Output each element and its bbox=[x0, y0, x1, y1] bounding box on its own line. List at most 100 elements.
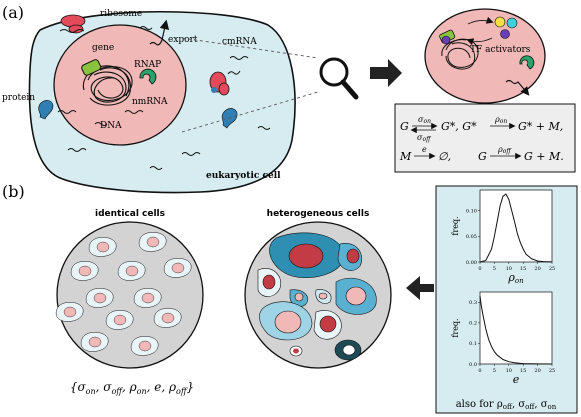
cell-nucleus bbox=[88, 336, 102, 348]
identical-cell bbox=[70, 261, 99, 281]
arrow-right-icon bbox=[370, 59, 402, 87]
y-tick-label: 0.05 bbox=[466, 234, 477, 240]
tf-yellow-icon bbox=[494, 16, 506, 28]
cell-nucleus bbox=[78, 265, 92, 277]
reaction-g: G bbox=[400, 120, 409, 133]
plot-area bbox=[479, 291, 553, 365]
reaction-g-m: G + M. bbox=[524, 150, 564, 163]
reaction-g-2: G bbox=[478, 150, 487, 163]
cell-nucleus bbox=[161, 312, 175, 324]
label-protein: protein bbox=[2, 93, 35, 103]
zoomed-dna-icon bbox=[441, 38, 479, 70]
label-eukaryotic-cell: eukaryotic cell bbox=[206, 171, 281, 181]
identical-cells-dish bbox=[56, 221, 204, 369]
tf-purple-icon bbox=[441, 35, 451, 45]
cell-nucleus bbox=[146, 236, 160, 248]
x-tick-label: 15 bbox=[520, 266, 526, 272]
identical-cell bbox=[130, 336, 159, 356]
rate-e: e bbox=[422, 145, 427, 154]
cell-nucleus bbox=[63, 306, 77, 318]
export-arrow bbox=[149, 19, 170, 46]
cell-nucleus bbox=[96, 241, 110, 253]
reactions-box bbox=[394, 103, 576, 173]
ribosome-right-icon bbox=[209, 70, 241, 96]
panel-b-label: (b) bbox=[2, 182, 25, 201]
chart-e: 0 5 10 15 20 25 0.0 0.1 0.2 0.3 freq. e bbox=[451, 291, 555, 386]
tf-arrow-1 bbox=[467, 16, 494, 25]
arrow-left-icon bbox=[406, 276, 434, 300]
identical-cell bbox=[85, 288, 114, 308]
x-tick-label: 15 bbox=[520, 368, 526, 374]
cell-nucleus bbox=[171, 262, 185, 274]
rate-rho-off: ρoff bbox=[497, 145, 512, 155]
identical-cell bbox=[138, 232, 167, 252]
x-tick-label: 20 bbox=[534, 266, 540, 272]
label-rnap: RNAP bbox=[134, 60, 161, 70]
heterogeneous-cells-group bbox=[257, 232, 377, 361]
zoomed-rnap-icon bbox=[519, 55, 535, 70]
parameter-set: {σon, σoff, ρon, e, ρoff} bbox=[70, 380, 194, 396]
distribution-line bbox=[479, 296, 553, 365]
identical-cell bbox=[133, 288, 162, 308]
x-tick-label: 25 bbox=[549, 266, 555, 272]
rate-sigma-off: σoff bbox=[417, 133, 432, 143]
x-tick-label: 0 bbox=[478, 266, 481, 272]
cell-nucleus bbox=[141, 292, 155, 304]
identical-cell bbox=[163, 258, 192, 278]
dna-icon bbox=[82, 65, 133, 106]
identical-cells-title: identical cells bbox=[95, 209, 165, 219]
x-tick-label: 10 bbox=[506, 368, 512, 374]
cell-nucleus bbox=[113, 314, 127, 326]
y-axis-label: freq. bbox=[451, 318, 460, 337]
nucleus bbox=[53, 24, 187, 146]
x-tick-label: 5 bbox=[493, 266, 496, 272]
footer-text: also for ρoff, σoff, σon bbox=[456, 399, 557, 411]
y-tick-label: 0.0 bbox=[469, 362, 477, 368]
x-tick-label: 5 bbox=[493, 368, 496, 374]
y-tick-label: 0.00 bbox=[466, 260, 477, 266]
tf-cyan-icon bbox=[506, 17, 518, 29]
zoomed-export-arrow bbox=[505, 79, 530, 96]
reaction-gstar-m: G* + M, bbox=[518, 120, 563, 133]
x-tick-label: 20 bbox=[534, 368, 540, 374]
protein-icon bbox=[38, 100, 54, 120]
ribosome-icon bbox=[59, 14, 86, 34]
distribution-line bbox=[479, 193, 553, 263]
rate-rho-on: ρon bbox=[494, 115, 507, 125]
label-gene: gene bbox=[92, 43, 114, 53]
y-axis-label: freq. bbox=[451, 216, 460, 235]
magnifier-icon bbox=[319, 57, 359, 100]
rate-sigma-on: σon bbox=[418, 115, 431, 125]
reaction-line-2: M e ∅, G ρoff G + M. bbox=[399, 145, 564, 163]
identical-cell bbox=[88, 237, 117, 257]
x-tick-label: 0 bbox=[478, 368, 481, 374]
cell-nucleus bbox=[138, 340, 152, 352]
label-cmrna: cmRNA bbox=[222, 37, 257, 47]
reaction-empty: ∅, bbox=[438, 150, 451, 163]
mrna-squiggles bbox=[57, 26, 271, 170]
y-tick-label: 0.1 bbox=[469, 341, 477, 347]
panel-a-label: (a) bbox=[2, 3, 24, 22]
cell-nucleus bbox=[93, 292, 107, 304]
x-axis-label: ρon bbox=[507, 271, 524, 285]
tf-purple-2-icon bbox=[500, 29, 510, 39]
identical-cell bbox=[117, 261, 146, 281]
zoomed-nucleus bbox=[424, 8, 546, 104]
x-axis-label: e bbox=[513, 373, 520, 386]
label-nmrna: nmRNA bbox=[132, 97, 168, 107]
x-tick-label: 25 bbox=[549, 368, 555, 374]
identical-cell bbox=[80, 332, 109, 352]
x-tick-label: 10 bbox=[506, 266, 512, 272]
identical-cell bbox=[153, 308, 182, 328]
y-tick-label: 0.3 bbox=[469, 300, 477, 306]
zoom-line-top bbox=[181, 37, 319, 59]
identical-cell bbox=[55, 302, 84, 322]
identical-cells-group bbox=[55, 232, 192, 356]
y-tick-label: 0.2 bbox=[469, 321, 477, 327]
label-tf-activators: TF activators bbox=[470, 45, 531, 55]
label-dna: DNA bbox=[100, 121, 122, 131]
reaction-line-1: G σon σoff G*, G* ρon G* + M, bbox=[400, 115, 563, 143]
label-ribosome: ribosome bbox=[100, 9, 142, 19]
